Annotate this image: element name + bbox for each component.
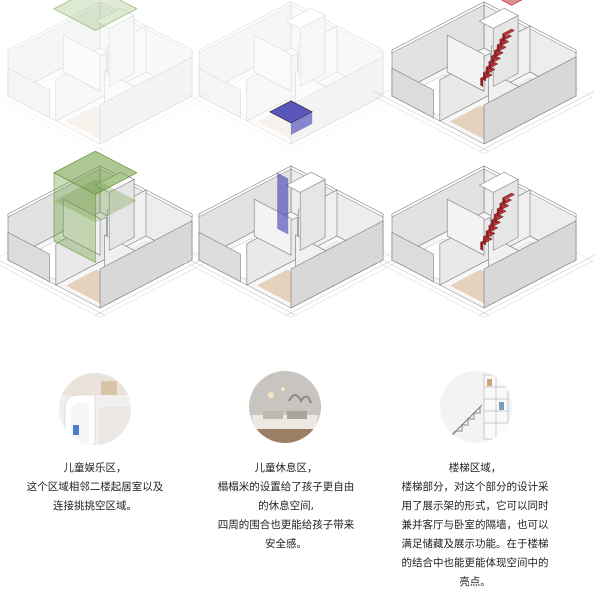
caption-line: 用了展示架的形式，它可以同时 xyxy=(401,500,549,512)
caption-line: 楼梯部分，对这个部分的设计采 xyxy=(401,481,549,493)
model-top-kids-rest xyxy=(180,1,402,154)
caption-line: 的结合中也能更能体现空间中的 xyxy=(401,557,549,569)
model-bottom-kids-rest xyxy=(180,100,402,318)
model-top-kids-play xyxy=(0,1,211,154)
caption-line: 榻榻米的设置给了孩子更自由 xyxy=(217,481,355,493)
caption-line: 四周的围合也更能给孩子带来 xyxy=(217,519,355,531)
caption-kids-rest-area: 儿童休息区， 榻榻米的设置给了孩子更自由 的休息空间, 四周的围合也更能给孩子带… xyxy=(191,459,381,554)
play-area-volume-top xyxy=(52,0,138,31)
photo-thumb-kids-play xyxy=(59,373,131,445)
photo-thumb-tatami-rest xyxy=(249,371,321,443)
caption-line: 安全感。 xyxy=(265,538,307,550)
model-bottom-staircase xyxy=(373,165,595,318)
staircase-shelf-photo-icon xyxy=(440,371,512,443)
caption-line: 亮点。 xyxy=(459,576,491,588)
photo-thumb-staircase xyxy=(440,371,512,443)
model-top-staircase xyxy=(373,0,595,154)
kids-play-room-photo-icon xyxy=(59,373,131,445)
tatami-rest-room-photo-icon xyxy=(249,371,321,443)
model-bottom-kids-play xyxy=(0,150,211,318)
caption-title: 儿童休息区， xyxy=(254,462,318,474)
caption-line: 兼并客厅与卧室的隔墙，也可以 xyxy=(401,519,549,531)
caption-kids-play-area: 儿童娱乐区， 这个区域相邻二楼起居室以及 连接挑挑空区域。 xyxy=(0,459,190,516)
caption-title: 楼梯区域， xyxy=(448,462,502,474)
caption-staircase-area: 楼梯区域， 楼梯部分，对这个部分的设计采 用了展示架的形式，它可以同时 兼并客厅… xyxy=(380,459,570,592)
caption-line: 这个区域相邻二楼起居室以及 xyxy=(26,481,164,493)
caption-title: 儿童娱乐区， xyxy=(63,462,127,474)
caption-line: 连接挑挑空区域。 xyxy=(53,500,137,512)
caption-line: 的休息空间, xyxy=(258,500,314,512)
caption-line: 满足储藏及展示功能。在于楼梯 xyxy=(401,538,549,550)
